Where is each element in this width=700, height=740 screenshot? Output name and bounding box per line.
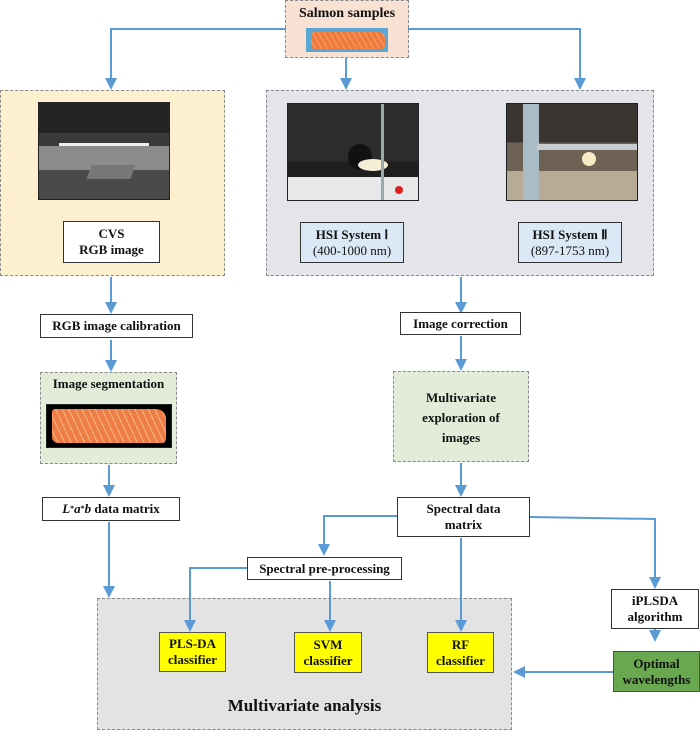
lab-data-matrix-box: L* a* b data matrix	[42, 497, 180, 521]
preprocessing-label: Spectral pre-processing	[259, 560, 390, 576]
arrow-preprocessing-to-pls	[184, 567, 247, 632]
segmented-salmon-image	[46, 404, 172, 448]
multivariate-exploration-label: Multivariate exploration of images	[393, 388, 529, 448]
lab-star-1: *	[70, 504, 75, 513]
lab-matrix-label: data matrix	[91, 501, 160, 516]
svm-line1: SVM	[313, 636, 343, 652]
rf-line2: classifier	[435, 652, 486, 668]
cvs-label-line2: RGB image	[79, 242, 144, 257]
hsi-system-1-photo	[287, 103, 419, 201]
image-correction-label: Image correction	[413, 315, 508, 331]
lab-star-2: *	[80, 504, 85, 513]
spectral-preprocessing-box: Spectral pre-processing	[247, 557, 402, 580]
arrow-spectral-to-preprocessing	[318, 515, 397, 556]
rf-classifier-box: RF classifier	[427, 632, 494, 673]
exploration-line2: exploration of	[422, 410, 500, 425]
optimal-wavelengths-box: Optimal wavelengths	[613, 651, 700, 692]
iplsda-line2: algorithm	[627, 609, 683, 624]
lab-b-symbol: b	[84, 501, 92, 516]
svm-classifier-box: SVM classifier	[294, 632, 362, 673]
image-correction-box: Image correction	[400, 312, 521, 335]
salmon-fillet-image	[306, 28, 388, 52]
optimal-line2: wavelengths	[622, 671, 691, 687]
pls-da-classifier-box: PLS-DA classifier	[159, 632, 226, 672]
hsi-system-1-label: HSI System Ⅰ (400-1000 nm)	[300, 222, 404, 263]
spectral-line1: Spectral data	[426, 501, 501, 516]
hsi2-label-line2: (897-1753 nm)	[530, 242, 610, 258]
multivariate-exploration-panel	[393, 371, 529, 462]
iplsda-algorithm-box: iPLSDA algorithm	[611, 589, 699, 629]
arrow-to-cvs	[105, 28, 286, 90]
hsi-system-2-label: HSI System Ⅱ (897-1753 nm)	[518, 222, 622, 263]
exploration-line1: Multivariate	[425, 390, 497, 405]
svm-line2: classifier	[303, 652, 353, 668]
iplsda-line1: iPLSDA	[631, 593, 679, 608]
hsi1-label-line1: HSI System Ⅰ	[315, 226, 389, 242]
lab-a-symbol: a	[74, 501, 81, 516]
multivariate-analysis-title: Multivariate analysis	[227, 696, 382, 715]
pls-da-line1: PLS-DA	[169, 636, 216, 651]
cvs-rgb-image-label: CVS RGB image	[63, 221, 160, 263]
spectral-line2: matrix	[444, 517, 483, 532]
rgb-image-calibration-box: RGB image calibration	[40, 314, 193, 338]
exploration-line3: images	[441, 430, 481, 445]
arrow-to-hsi-right	[408, 28, 586, 90]
spectral-data-matrix-box: Spectral data matrix	[397, 497, 530, 537]
hsi2-label-line1: HSI System Ⅱ	[532, 226, 608, 242]
optimal-line1: Optimal	[633, 655, 680, 671]
pls-da-line2: classifier	[167, 652, 218, 667]
arrow-spectral-to-iplsda	[529, 516, 661, 589]
cvs-label-line1: CVS	[98, 226, 125, 241]
lab-l-symbol: L	[62, 501, 71, 516]
image-segmentation-title: Image segmentation	[52, 376, 165, 391]
rf-line1: RF	[451, 636, 470, 652]
cvs-camera-setup-image	[38, 102, 170, 200]
salmon-samples-title: Salmon samples	[298, 6, 396, 21]
hsi1-label-line2: (400-1000 nm)	[312, 242, 392, 258]
rgb-calibration-label: RGB image calibration	[52, 318, 181, 333]
hsi-system-2-photo	[506, 103, 638, 201]
